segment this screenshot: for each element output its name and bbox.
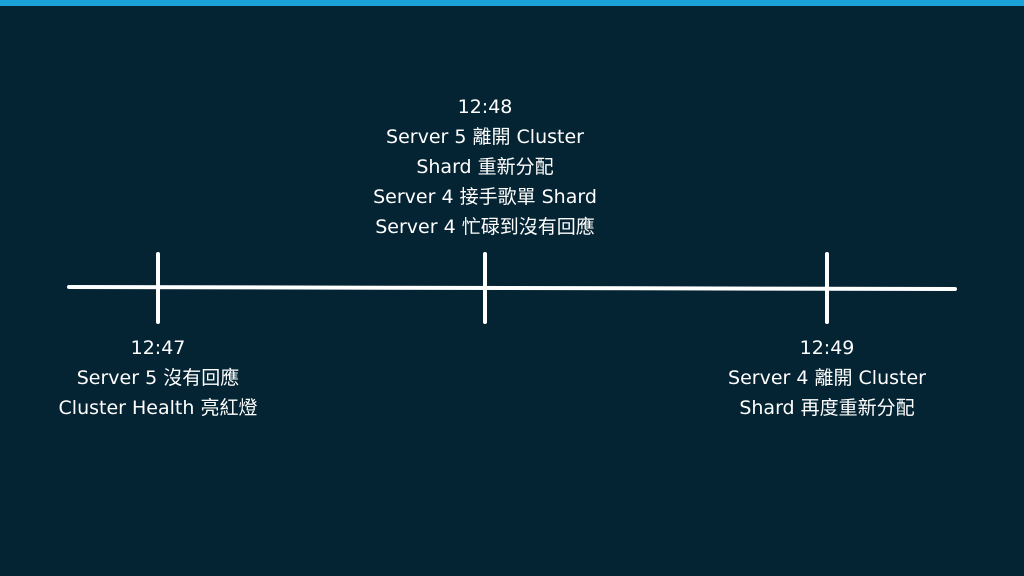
event-line: Shard 重新分配: [416, 156, 554, 178]
event-line: Cluster Health 亮紅燈: [58, 397, 258, 419]
event-time: 12:49: [799, 337, 855, 359]
event-line: Shard 再度重新分配: [739, 397, 915, 419]
event-line: Server 4 忙碌到沒有回應: [375, 216, 595, 238]
top-accent-bar: [0, 0, 1024, 6]
event-1247: 12:47 Server 5 沒有回應 Cluster Health 亮紅燈: [0, 333, 318, 423]
event-time: 12:48: [457, 96, 513, 118]
timeline-axis: [67, 285, 957, 291]
event-line: Server 5 沒有回應: [76, 367, 240, 389]
event-1249: 12:49 Server 4 離開 Cluster Shard 再度重新分配: [667, 333, 987, 423]
event-1248: 12:48 Server 5 離開 Cluster Shard 重新分配 Ser…: [325, 92, 645, 242]
event-line: Server 4 離開 Cluster: [728, 367, 926, 389]
event-time: 12:47: [130, 337, 186, 359]
event-line: Server 4 接手歌單 Shard: [373, 186, 597, 208]
event-line: Server 5 離開 Cluster: [386, 126, 584, 148]
